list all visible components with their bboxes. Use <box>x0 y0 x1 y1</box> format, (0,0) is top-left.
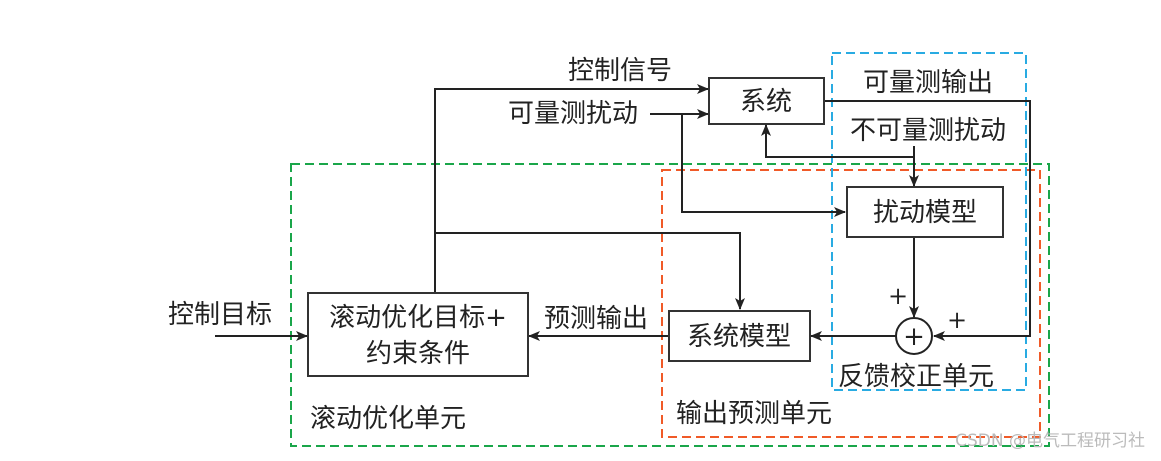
unmeasurable-disturbance-label: 不可量测扰动 <box>850 116 1006 146</box>
measurable-disturbance-label: 可量测扰动 <box>508 99 638 129</box>
disturbance-model-label: 扰动模型 <box>873 198 977 228</box>
predicted-output-label: 预测输出 <box>544 304 648 334</box>
plus-sign-top: + <box>888 282 908 310</box>
optimizer-label-line1: 滚动优化目标+ <box>329 303 507 333</box>
rolling-optimization-region <box>290 163 1050 447</box>
system-block: 系统 <box>708 77 825 125</box>
plus-sign-right: + <box>947 306 967 334</box>
optimizer-label-line2: 约束条件 <box>366 339 470 369</box>
control-to-model-line <box>435 232 745 310</box>
control-signal-line <box>434 84 709 293</box>
summing-junction: + <box>895 317 933 355</box>
system-label: 系统 <box>740 87 792 117</box>
control-target-label: 控制目标 <box>168 300 272 330</box>
output-prediction-region <box>661 169 1041 438</box>
system-model-block: 系统模型 <box>668 310 811 362</box>
measurable-disturbance-branch <box>681 114 846 217</box>
control-signal-label: 控制信号 <box>568 56 672 86</box>
measured-output-line <box>824 100 1031 341</box>
measurable-output-label: 可量测输出 <box>863 68 993 98</box>
rolling-optimization-label: 滚动优化单元 <box>310 404 466 434</box>
feedback-correction-label: 反馈校正单元 <box>838 362 994 392</box>
unmeasurable-to-system-line <box>761 124 914 158</box>
optimizer-block: 滚动优化目标+ 约束条件 <box>307 292 529 377</box>
disturbance-model-block: 扰动模型 <box>846 186 1004 238</box>
system-model-label: 系统模型 <box>687 322 791 352</box>
output-prediction-label: 输出预测单元 <box>676 399 832 429</box>
watermark: CSDN @电气工程研习社 <box>955 431 1145 451</box>
summer-plus: + <box>903 322 925 352</box>
